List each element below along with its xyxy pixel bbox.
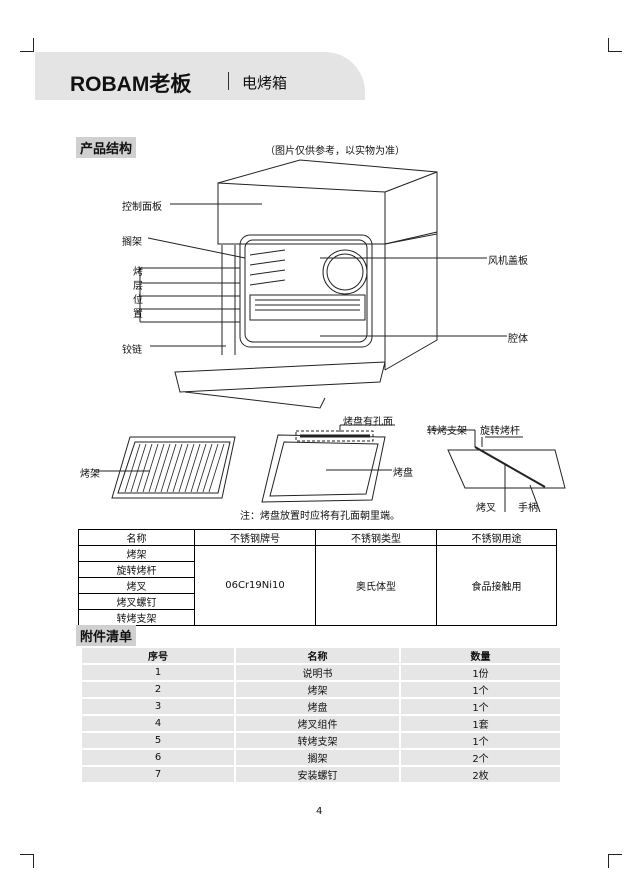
label-baking-tray: 烤盘 (393, 468, 413, 479)
name-cell: 旋转烤杆 (78, 561, 195, 578)
label-fan-cover: 风机盖板 (488, 256, 528, 267)
label-level-4: 置 (133, 309, 143, 320)
header-cell: 序号 (82, 648, 234, 663)
index-cell: 6 (82, 750, 234, 765)
qty-cell: 1个 (401, 733, 560, 748)
header-band (35, 52, 365, 100)
name-cell: 烤叉组件 (236, 716, 399, 731)
header-cell: 不锈钢牌号 (194, 529, 316, 546)
qty-cell: 1个 (401, 682, 560, 697)
header-cell: 不锈钢类型 (315, 529, 437, 546)
name-cell: 烤架 (236, 682, 399, 697)
name-cell: 转烤支架 (78, 609, 195, 626)
label-level-2: 层 (133, 281, 143, 292)
name-cell: 说明书 (236, 665, 399, 680)
label-rotisserie-rod: 旋转烤杆 (480, 426, 520, 437)
name-cell: 烤架 (78, 545, 195, 562)
crop-mark (20, 51, 34, 52)
index-cell: 5 (82, 733, 234, 748)
label-tray-holes: 烤盘有孔面 (343, 417, 393, 428)
header-divider (228, 72, 229, 90)
label-hinge: 铰链 (122, 345, 142, 356)
crop-mark (33, 38, 34, 52)
page-number: 4 (316, 806, 323, 817)
label-level-1: 烤 (133, 267, 143, 278)
label-grill-rack: 烤架 (80, 469, 100, 480)
section-title-structure: 产品结构 (76, 137, 137, 158)
brand-logo: ROBAM老板 (70, 73, 192, 96)
name-cell: 烤盘 (236, 699, 399, 714)
name-cell: 烤叉螺钉 (78, 593, 195, 610)
label-handle: 手柄 (518, 503, 538, 514)
section-title-accessories: 附件清单 (76, 625, 137, 646)
label-level-3: 位 (133, 295, 143, 306)
header-cell: 名称 (236, 648, 399, 663)
crop-mark (608, 51, 622, 52)
name-cell: 烤叉 (78, 577, 195, 594)
crop-mark (608, 854, 609, 868)
index-cell: 7 (82, 767, 234, 782)
qty-cell: 1份 (401, 665, 560, 680)
use-cell: 食品接触用 (436, 545, 557, 626)
label-shelf-support: 搁架 (122, 237, 142, 248)
type-cell: 奥氏体型 (315, 545, 437, 626)
image-note: （图片仅供参考，以实物为准） (265, 146, 405, 157)
header-cell: 数量 (401, 648, 560, 663)
product-name: 电烤箱 (242, 74, 288, 92)
index-cell: 3 (82, 699, 234, 714)
label-fork: 烤叉 (476, 503, 496, 514)
name-cell: 搁架 (236, 750, 399, 765)
crop-mark (608, 854, 622, 855)
index-cell: 1 (82, 665, 234, 680)
label-rotisserie-support: 转烤支架 (427, 426, 467, 437)
grade-cell: 06Cr19Ni10 (194, 545, 316, 626)
qty-cell: 2枚 (401, 767, 560, 782)
crop-mark (608, 38, 609, 52)
material-table: 名称 不锈钢牌号 不锈钢类型 不锈钢用途 烤架 06Cr19Ni10 奥氏体型 … (78, 529, 557, 626)
crop-mark (33, 854, 34, 868)
index-cell: 4 (82, 716, 234, 731)
label-cavity: 腔体 (508, 334, 528, 345)
tray-note: 注：烤盘放置时应将有孔面朝里端。 (240, 511, 400, 522)
qty-cell: 1套 (401, 716, 560, 731)
label-control-panel: 控制面板 (122, 202, 162, 213)
qty-cell: 1个 (401, 699, 560, 714)
name-cell: 安装螺钉 (236, 767, 399, 782)
index-cell: 2 (82, 682, 234, 697)
crop-mark (20, 854, 34, 855)
name-cell: 转烤支架 (236, 733, 399, 748)
header-cell: 名称 (78, 529, 195, 546)
qty-cell: 2个 (401, 750, 560, 765)
header-cell: 不锈钢用途 (436, 529, 557, 546)
oven-diagram (94, 159, 566, 513)
